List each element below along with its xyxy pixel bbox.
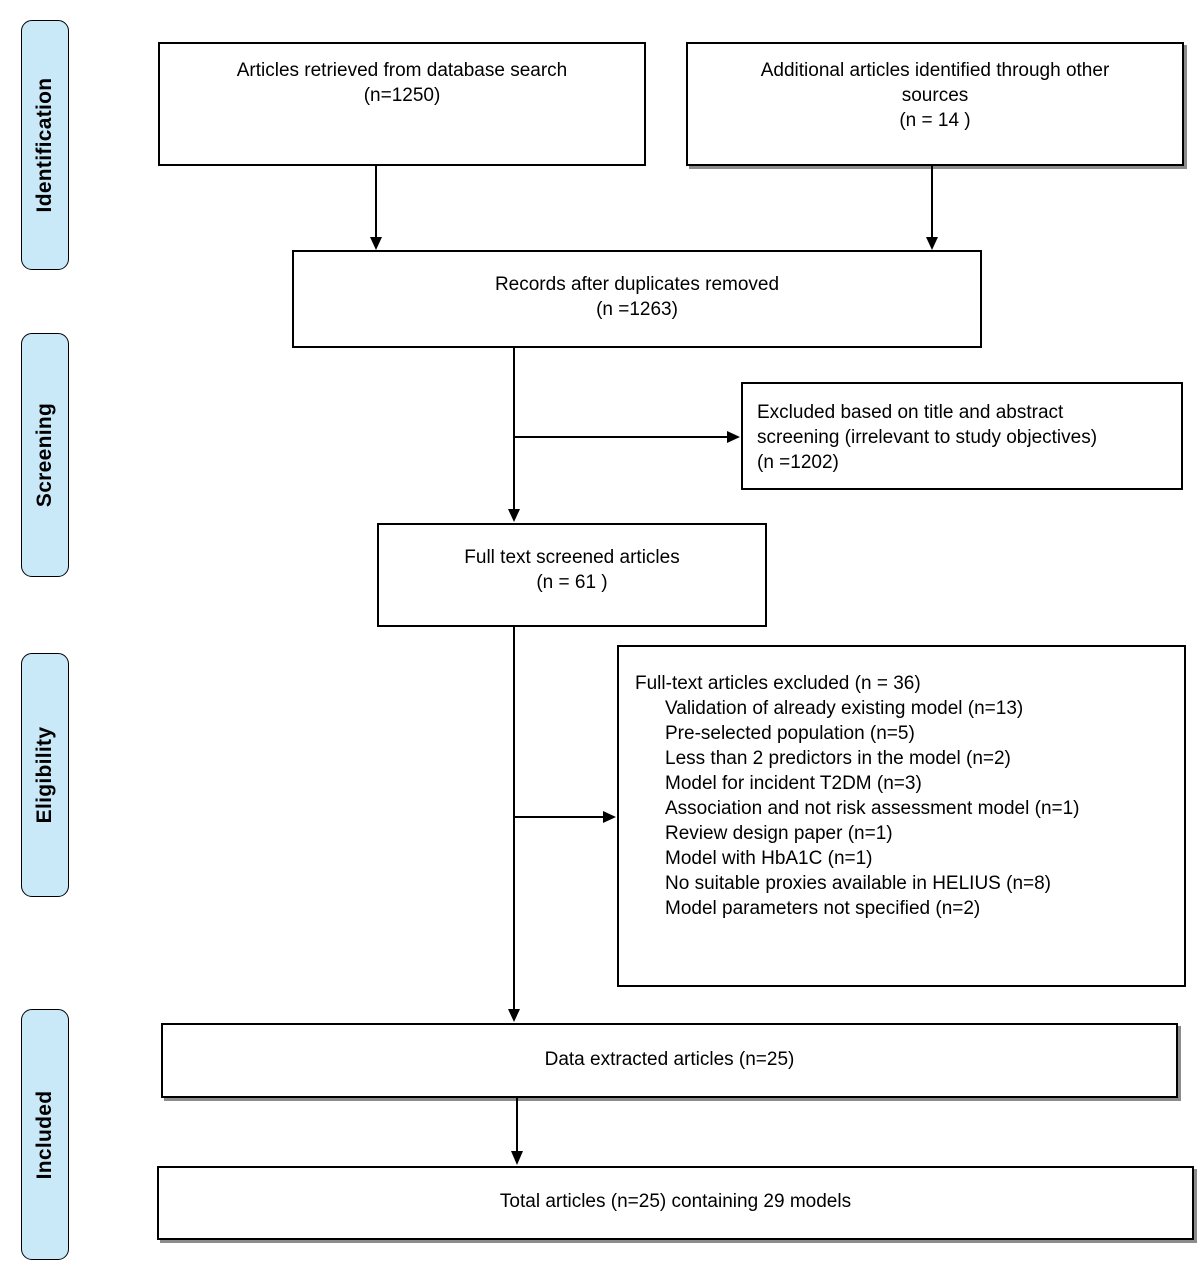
box-additional-articles-line2: sources bbox=[901, 85, 969, 106]
arrow-branch-to-fulltext-excluded bbox=[514, 811, 616, 823]
box-fulltext-excluded-item: Association and not risk assessment mode… bbox=[665, 798, 1080, 819]
stage-label-identification: Identification bbox=[21, 20, 69, 270]
box-fulltext-screened-line1: Full text screened articles bbox=[464, 547, 680, 568]
arrow-data-extracted-to-total bbox=[511, 1098, 523, 1165]
box-additional-articles-line3: (n = 14 ) bbox=[899, 110, 971, 131]
box-fulltext-excluded-item: Pre-selected population (n=5) bbox=[665, 723, 915, 744]
box-records-deduplicated-line1: Records after duplicates removed bbox=[494, 274, 780, 295]
box-fulltext-excluded-item: Review design paper (n=1) bbox=[665, 823, 893, 844]
box-articles-retrieved: Articles retrieved from database search … bbox=[158, 42, 646, 166]
box-records-deduplicated-line2: (n =1263) bbox=[596, 299, 678, 320]
box-articles-retrieved-line1: Articles retrieved from database search bbox=[236, 60, 568, 81]
box-articles-retrieved-line2: (n=1250) bbox=[363, 85, 441, 106]
stage-label-identification-text: Identification bbox=[33, 77, 56, 213]
arrow-additional-to-dedup bbox=[926, 166, 938, 250]
arrow-branch-to-excluded-screening bbox=[514, 431, 740, 443]
box-records-deduplicated: Records after duplicates removed (n =126… bbox=[292, 250, 982, 348]
box-fulltext-excluded-item: Model for incident T2DM (n=3) bbox=[665, 773, 922, 794]
box-total-articles-line1: Total articles (n=25) containing 29 mode… bbox=[499, 1191, 852, 1212]
box-additional-articles: Additional articles identified through o… bbox=[686, 42, 1184, 166]
stage-label-eligibility: Eligibility bbox=[21, 653, 69, 897]
box-fulltext-excluded: Full-text articles excluded (n = 36) Val… bbox=[617, 645, 1186, 987]
arrow-dedup-to-fulltext-screened bbox=[508, 348, 520, 522]
box-excluded-title-abstract: Excluded based on title and abstract scr… bbox=[741, 382, 1183, 490]
box-fulltext-screened-line2: (n = 61 ) bbox=[536, 572, 608, 593]
box-fulltext-excluded-item: Less than 2 predictors in the model (n=2… bbox=[665, 748, 1011, 769]
box-data-extracted-line1: Data extracted articles (n=25) bbox=[544, 1049, 795, 1070]
stage-label-included: Included bbox=[21, 1009, 69, 1260]
box-excluded-title-abstract-line3: (n =1202) bbox=[757, 452, 839, 473]
box-total-articles: Total articles (n=25) containing 29 mode… bbox=[157, 1166, 1194, 1240]
stage-label-screening-text: Screening bbox=[33, 402, 56, 508]
stage-label-included-text: Included bbox=[33, 1090, 56, 1179]
arrow-fulltext-screened-to-data-extracted bbox=[508, 627, 520, 1022]
box-fulltext-excluded-item: Model parameters not specified (n=2) bbox=[665, 898, 981, 919]
stage-label-eligibility-text: Eligibility bbox=[33, 726, 56, 824]
box-data-extracted: Data extracted articles (n=25) bbox=[161, 1023, 1178, 1098]
box-fulltext-excluded-item: Validation of already existing model (n=… bbox=[665, 698, 1024, 719]
box-fulltext-excluded-item: No suitable proxies available in HELIUS … bbox=[665, 873, 1052, 894]
box-additional-articles-line1: Additional articles identified through o… bbox=[760, 60, 1110, 81]
arrow-retrieved-to-dedup bbox=[370, 166, 382, 250]
box-excluded-title-abstract-line1: Excluded based on title and abstract bbox=[757, 402, 1064, 423]
box-excluded-title-abstract-line2: screening (irrelevant to study objective… bbox=[757, 427, 1098, 448]
box-fulltext-excluded-item: Model with HbA1C (n=1) bbox=[665, 848, 873, 869]
box-fulltext-screened: Full text screened articles (n = 61 ) bbox=[377, 523, 767, 627]
stage-label-screening: Screening bbox=[21, 333, 69, 577]
box-fulltext-excluded-title: Full-text articles excluded (n = 36) bbox=[635, 673, 921, 694]
